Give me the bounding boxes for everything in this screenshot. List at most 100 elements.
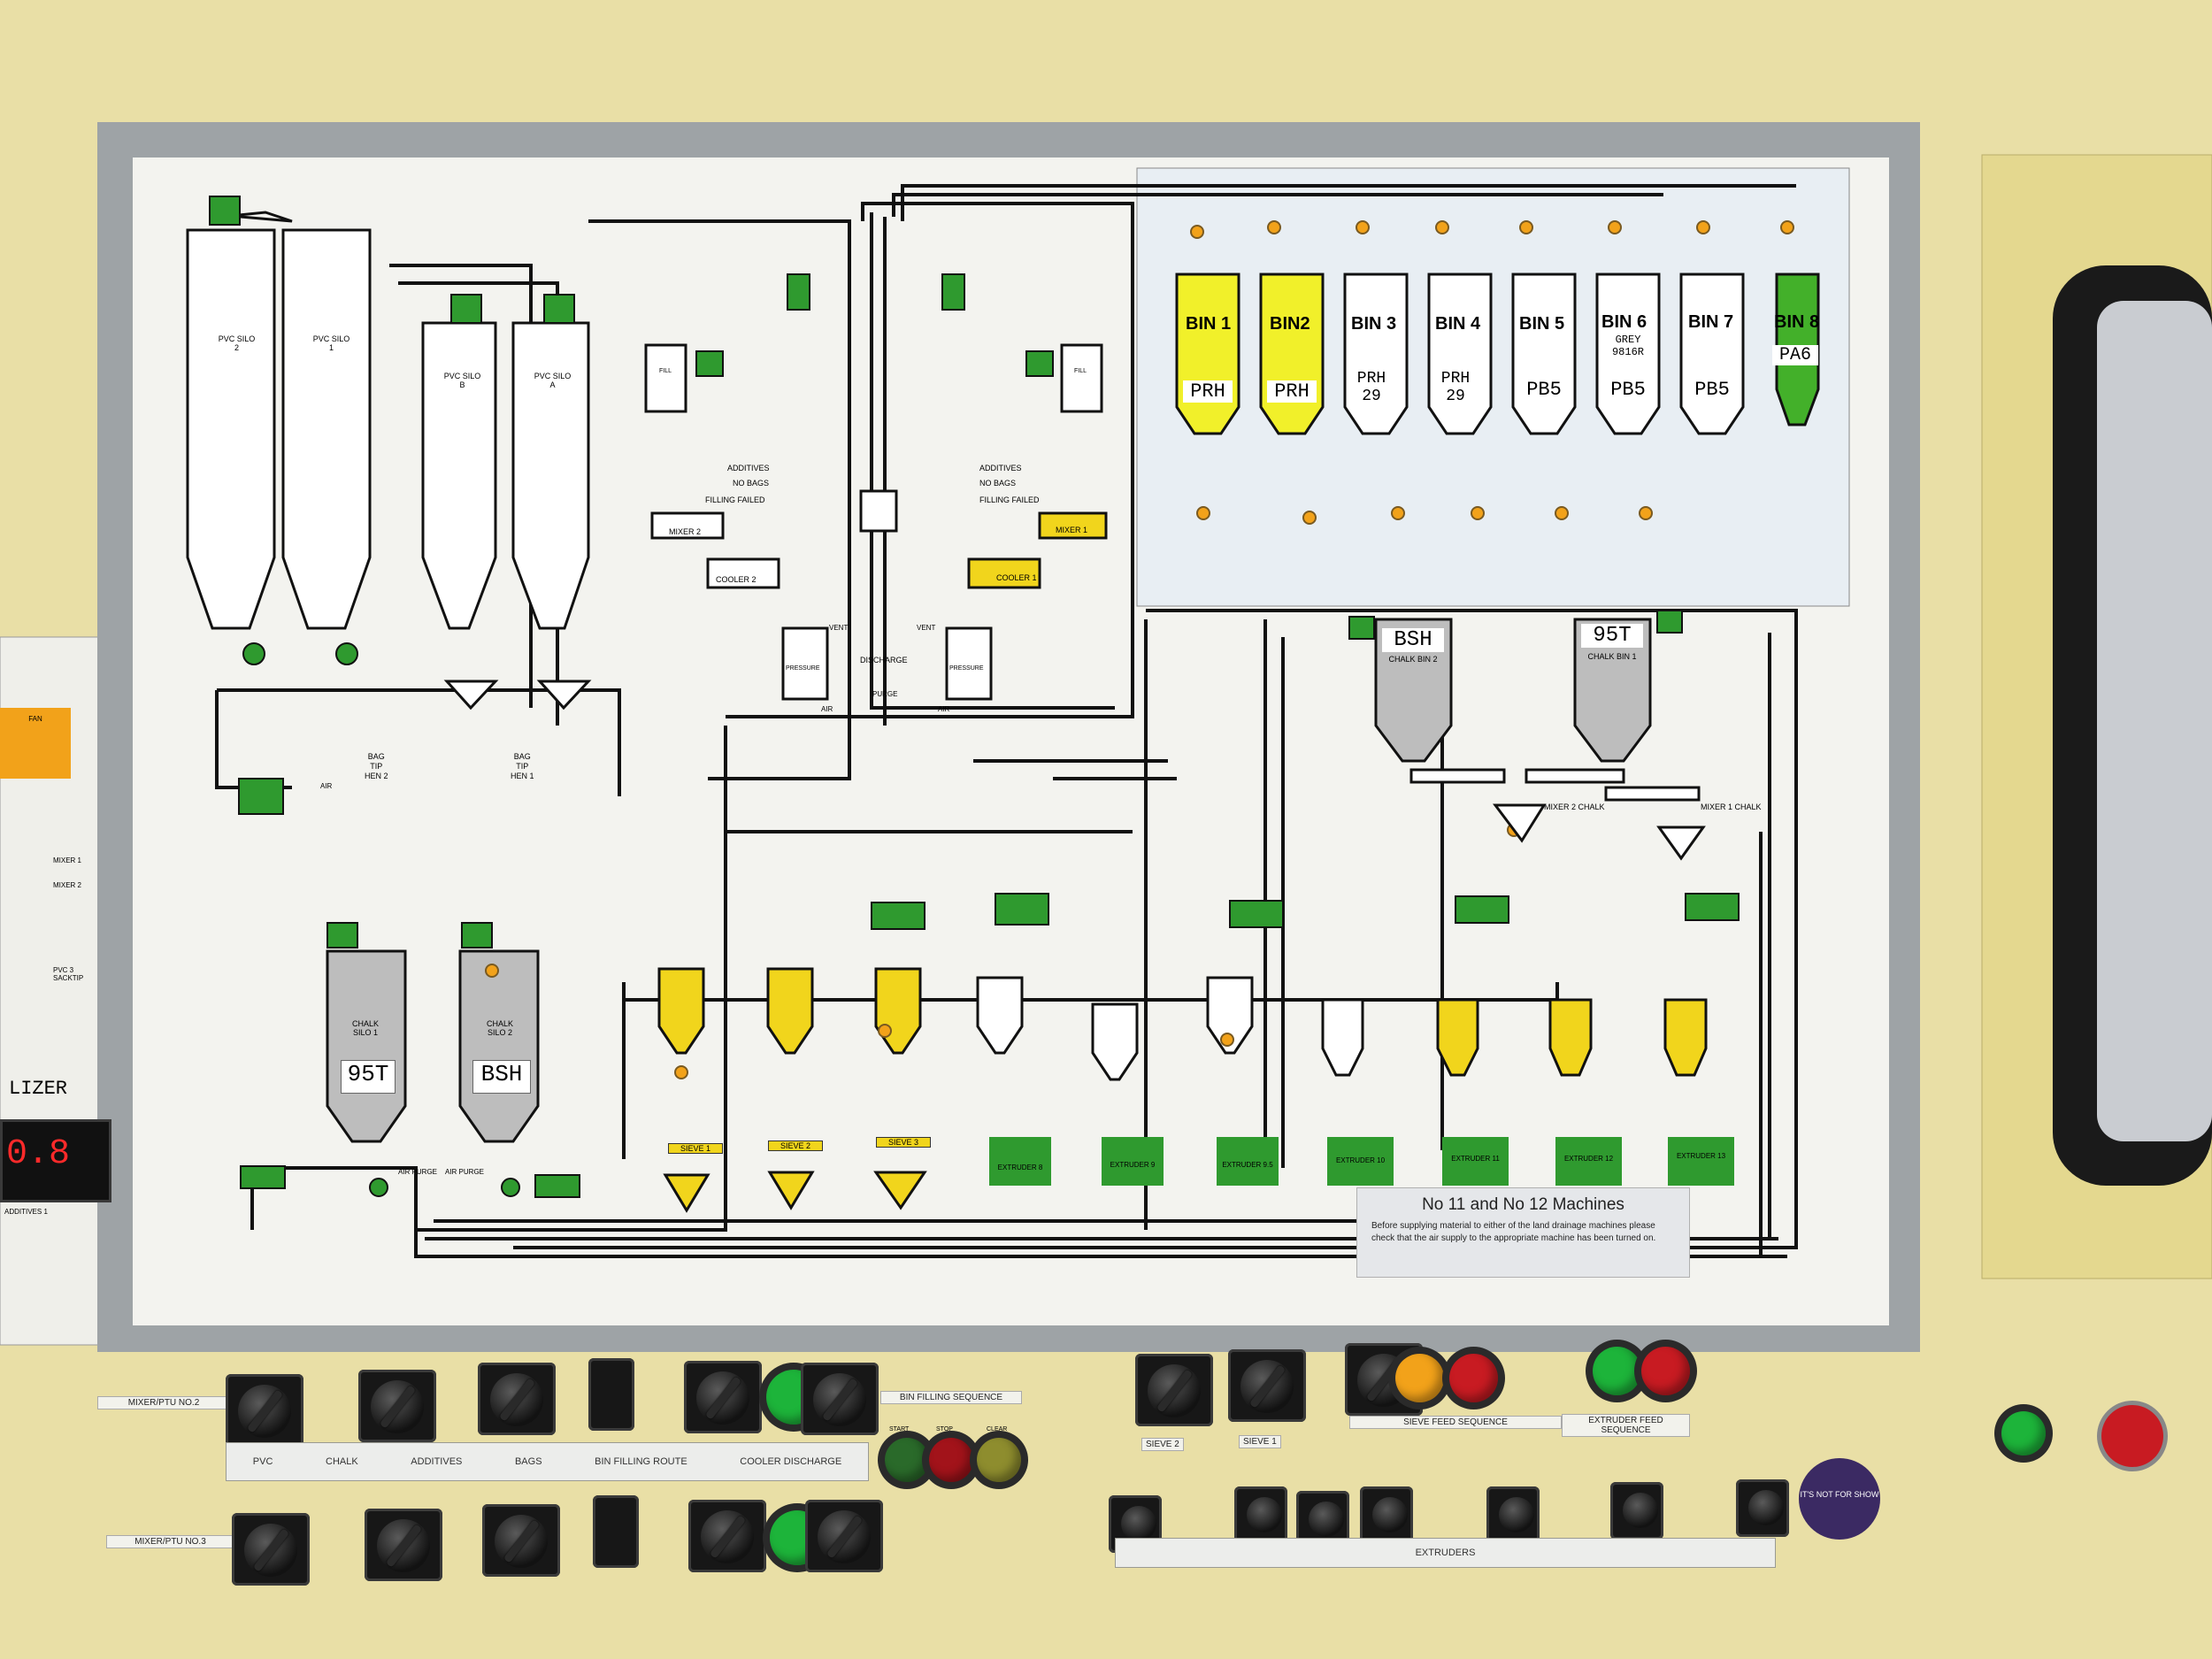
right-window-glass xyxy=(2097,301,2212,1141)
control-desk xyxy=(0,1363,2212,1659)
extruder-feed-red-lamp[interactable] xyxy=(1641,1347,1690,1395)
meter-value: 0.8 xyxy=(6,1134,71,1174)
extruder-switch-7[interactable] xyxy=(1736,1479,1789,1537)
mixer-2-chalk: MIXER 2 CHALK xyxy=(1544,803,1605,811)
extruder-10-label: EXTRUDER 10 xyxy=(1335,1156,1386,1164)
extruders-strip: EXTRUDERS xyxy=(1115,1538,1776,1568)
sieve-feed-amber-lamp[interactable] xyxy=(1395,1354,1444,1402)
extruder-11-label: EXTRUDER 11 xyxy=(1451,1155,1500,1163)
fan-label: FAN xyxy=(28,715,42,723)
strip-row1: PVC CHALK ADDITIVES BAGS BIN FILLING ROU… xyxy=(226,1442,869,1481)
extruder-9-5-label: EXTRUDER 9.5 xyxy=(1222,1161,1273,1169)
bin-3-label: BIN 3 xyxy=(1351,314,1397,334)
motor-icons xyxy=(209,196,1740,1198)
pvc-silos xyxy=(186,211,1652,1143)
air-right-mix: AIR xyxy=(938,705,950,713)
strip-pvc: PVC xyxy=(252,1456,273,1467)
chalk-switch-row1[interactable] xyxy=(358,1370,436,1442)
chalk-bin-1-note: 95T xyxy=(1581,624,1643,648)
strip-chalk: CHALK xyxy=(326,1456,358,1467)
fill-label-left: FILL xyxy=(659,368,672,374)
extruder-switch-6[interactable] xyxy=(1610,1482,1663,1540)
sieve-1-tag: SIEVE 1 xyxy=(1239,1435,1281,1448)
bin-5-note: PB5 xyxy=(1519,379,1569,401)
mixer-1-label: MIXER 1 xyxy=(1056,526,1088,534)
strip-cooler-discharge: COOLER DISCHARGE xyxy=(740,1456,842,1467)
stop-lamp[interactable] xyxy=(929,1438,973,1482)
stop-label: STOP xyxy=(936,1426,953,1432)
pressure-left: PRESSURE xyxy=(786,665,820,672)
bin-7-label: BIN 7 xyxy=(1688,312,1734,332)
extruder-switch-4[interactable] xyxy=(1360,1486,1413,1544)
chalk-bin-2-label: CHALK BIN 2 xyxy=(1388,655,1438,664)
sieve-feed-red-lamp[interactable] xyxy=(1449,1354,1498,1402)
additives-switch-row2[interactable] xyxy=(482,1504,560,1577)
bin-5-label: BIN 5 xyxy=(1519,314,1565,334)
bin-8-note: PA6 xyxy=(1772,345,1818,365)
strip-bags: BAGS xyxy=(514,1456,542,1467)
additives-switch-row1[interactable] xyxy=(478,1363,556,1435)
sieve-1-switch[interactable] xyxy=(1228,1349,1306,1422)
extruder-switch-5[interactable] xyxy=(1486,1486,1540,1544)
chalk-bin-1-label: CHALK BIN 1 xyxy=(1587,652,1637,661)
strip-bin-filling-route: BIN FILLING ROUTE xyxy=(595,1456,687,1467)
start-lamp[interactable] xyxy=(885,1438,929,1482)
feed-hoppers xyxy=(657,967,1708,1213)
bin-4-note: PRH 29 xyxy=(1431,370,1480,405)
sieve-1-label: SIEVE 1 xyxy=(668,1143,723,1154)
air-purge-left: AIR PURGE xyxy=(398,1168,438,1176)
bin-6-extra: GREY 9816R xyxy=(1611,334,1644,358)
right-green-button[interactable] xyxy=(2001,1411,2046,1455)
chalk-switch-row2[interactable] xyxy=(365,1509,442,1581)
bags-switch-row2[interactable] xyxy=(593,1495,639,1568)
bin-4-label: BIN 4 xyxy=(1435,314,1481,334)
air-left-mix: AIR xyxy=(821,705,833,713)
mixer-cooler-units xyxy=(644,343,1108,701)
no-bags-right: NO BAGS xyxy=(979,479,1017,488)
sieve-2-switch[interactable] xyxy=(1135,1354,1213,1426)
silo-label-pvc-2: PVC SILO 2 xyxy=(218,334,256,352)
notice-title: No 11 and No 12 Machines xyxy=(1422,1195,1624,1214)
notice-body: Before supplying material to either of t… xyxy=(1371,1221,1656,1243)
silo-label-pvc-b: PVC SILO B xyxy=(443,372,481,389)
bin-3-note: PRH 29 xyxy=(1347,370,1396,405)
sieve-2-label: SIEVE 2 xyxy=(768,1141,823,1151)
safety-sticker: IT'S NOT FOR SHOW xyxy=(1799,1458,1880,1540)
filling-failed-left: FILLING FAILED xyxy=(705,495,765,504)
fan-unit: FAN xyxy=(0,708,71,779)
extruder-feed-green-lamp[interactable] xyxy=(1593,1347,1641,1395)
air-label: AIR xyxy=(320,782,333,790)
notice-plate: No 11 and No 12 Machines Before supplyin… xyxy=(1356,1187,1690,1278)
extruder-12-label: EXTRUDER 12 xyxy=(1563,1155,1614,1163)
filling-failed-right: FILLING FAILED xyxy=(979,495,1040,504)
chalk-bin-2-note: BSH xyxy=(1382,628,1444,652)
emergency-stop-button[interactable] xyxy=(2101,1405,2163,1467)
left-lizer: LIZER xyxy=(9,1078,68,1100)
left-additives: ADDITIVES 1 xyxy=(4,1208,48,1216)
extruder-switch-2[interactable] xyxy=(1234,1486,1287,1544)
clear-lamp[interactable] xyxy=(977,1438,1021,1482)
extruder-9-label: EXTRUDER 9 xyxy=(1110,1161,1156,1169)
chalk-silo-2-handwritten: BSH xyxy=(472,1060,531,1094)
pvc-switch-row1[interactable] xyxy=(226,1374,303,1447)
cooler-discharge-switch-row2[interactable] xyxy=(805,1500,883,1572)
left-mixer-2: MIXER 2 xyxy=(53,881,82,889)
clear-label: CLEAR xyxy=(987,1426,1008,1432)
vent-left: VENT xyxy=(829,624,849,632)
sieve-3-label: SIEVE 3 xyxy=(876,1137,931,1148)
display-meter: 0.8 xyxy=(0,1119,111,1202)
cooler-1-label: COOLER 1 xyxy=(996,573,1037,582)
cooler-discharge-switch-row1[interactable] xyxy=(801,1363,879,1435)
start-label: START xyxy=(889,1426,910,1432)
bags-switch-row1[interactable] xyxy=(588,1358,634,1431)
bin-filling-route-switch-row2[interactable] xyxy=(688,1500,766,1572)
bin-filling-route-switch-row1[interactable] xyxy=(684,1361,762,1433)
discharge-label: DISCHARGE xyxy=(860,656,908,664)
extruder-13-label: EXTRUDER 13 xyxy=(1676,1152,1726,1160)
extruder-feed-sequence-tag: EXTRUDER FEED SEQUENCE xyxy=(1562,1414,1690,1437)
pvc-switch-row2[interactable] xyxy=(232,1513,310,1586)
silo-label-pvc-1: PVC SILO 1 xyxy=(312,334,350,352)
